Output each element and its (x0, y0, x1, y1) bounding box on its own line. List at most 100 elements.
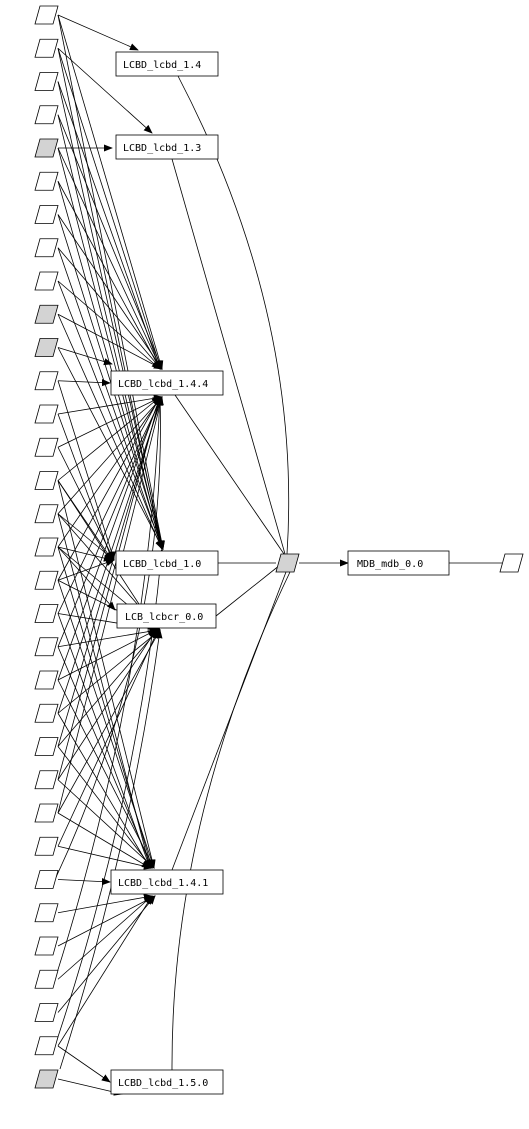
edge (57, 14, 164, 370)
hub-node[interactable] (275, 553, 300, 573)
edge (57, 679, 155, 869)
edge (57, 713, 151, 869)
edge (57, 895, 153, 980)
input-node[interactable] (34, 105, 59, 125)
output-node[interactable] (499, 553, 524, 573)
input-node[interactable] (34, 1069, 59, 1089)
input-node[interactable] (34, 803, 59, 823)
edge (57, 396, 161, 681)
edge (57, 480, 156, 869)
node-mdb-mdb-0-0[interactable]: MDB_mdb_0.0 (347, 550, 450, 576)
edge (57, 394, 163, 415)
input-nodes (34, 5, 59, 1089)
edge (57, 380, 116, 561)
input-node[interactable] (34, 205, 59, 224)
edge (57, 627, 159, 648)
edge (57, 396, 162, 448)
input-node[interactable] (34, 670, 59, 690)
input-node[interactable] (34, 437, 59, 457)
input-node[interactable] (34, 171, 59, 191)
input-node[interactable] (34, 604, 59, 623)
input-node[interactable] (34, 936, 59, 956)
edge (54, 396, 164, 980)
input-node[interactable] (34, 404, 59, 424)
edge (57, 247, 163, 550)
edge (59, 629, 163, 1070)
edge (57, 629, 157, 780)
edge (57, 47, 153, 134)
edge (215, 564, 281, 617)
edge (57, 895, 153, 1046)
edges (54, 14, 502, 1096)
node-lcbd-1-4-4[interactable]: LCBD_lcbd_1.4.4 (110, 370, 224, 396)
input-node[interactable] (34, 737, 59, 756)
input-node[interactable] (34, 504, 59, 524)
edge (54, 396, 164, 880)
edge (57, 347, 113, 366)
input-node[interactable] (34, 836, 59, 856)
node-lcbd-1-4-4-label: LCBD_lcbd_1.4.4 (118, 379, 208, 390)
edge (57, 580, 155, 869)
edge (174, 394, 285, 555)
edge (57, 629, 161, 714)
input-node[interactable] (34, 5, 59, 25)
input-node[interactable] (34, 969, 59, 989)
node-lcbd-1-5-0[interactable]: LCBD_lcbd_1.5.0 (110, 1069, 224, 1095)
node-lcbd-1-3[interactable]: LCBD_lcbd_1.3 (115, 134, 219, 160)
node-lcbd-1-0[interactable]: LCBD_lcbd_1.0 (115, 550, 219, 576)
edge (57, 379, 111, 387)
edge (57, 413, 113, 561)
input-node[interactable] (34, 371, 59, 391)
input-node[interactable] (34, 238, 59, 258)
node-lcb-lcbcr-0-0-label: LCB_lcbcr_0.0 (125, 612, 203, 623)
edge (57, 746, 153, 869)
input-node[interactable] (34, 870, 59, 889)
node-lcbd-1-4[interactable]: LCBD_lcbd_1.4 (115, 51, 219, 77)
edge (57, 81, 165, 550)
edge (57, 629, 159, 747)
input-node[interactable] (34, 537, 59, 557)
edge (57, 396, 162, 780)
edge (57, 214, 163, 370)
edge (57, 396, 163, 747)
input-node[interactable] (34, 271, 59, 291)
input-node[interactable] (34, 637, 59, 657)
edge (57, 247, 162, 370)
edge (57, 347, 164, 550)
edge (57, 779, 155, 869)
node-lcb-lcbcr-0-0[interactable]: LCB_lcbcr_0.0 (116, 603, 217, 629)
input-node[interactable] (34, 570, 59, 590)
input-node[interactable] (34, 338, 59, 357)
edge (57, 114, 163, 370)
package-nodes: LCBD_lcbd_1.4 LCBD_lcbd_1.3 LCBD_lcbd_1.… (110, 51, 524, 1095)
edge (57, 280, 164, 550)
edge (57, 280, 161, 370)
edge (57, 181, 161, 370)
input-node[interactable] (34, 703, 59, 723)
input-node[interactable] (34, 903, 59, 923)
input-node[interactable] (34, 471, 59, 490)
edge (57, 114, 164, 550)
input-node[interactable] (34, 770, 59, 790)
edge (57, 629, 159, 847)
node-lcbd-1-3-label: LCBD_lcbd_1.3 (123, 143, 201, 154)
input-node[interactable] (34, 1003, 59, 1022)
input-node[interactable] (34, 304, 59, 324)
edge (57, 613, 151, 869)
input-node[interactable] (34, 1036, 59, 1056)
node-lcbd-1-4-1[interactable]: LCBD_lcbd_1.4.1 (110, 869, 224, 895)
edge (57, 1045, 111, 1083)
input-node[interactable] (34, 138, 59, 158)
node-lcbd-1-4-label: LCBD_lcbd_1.4 (123, 60, 201, 71)
input-node[interactable] (34, 72, 59, 91)
edge (171, 571, 291, 1071)
input-node[interactable] (34, 38, 59, 58)
edge (57, 893, 153, 914)
edge (57, 895, 156, 947)
edge (57, 812, 151, 869)
edge (57, 147, 165, 550)
edge (57, 845, 153, 870)
edge (57, 396, 162, 548)
node-mdb-mdb-0-0-label: MDB_mdb_0.0 (357, 559, 423, 570)
